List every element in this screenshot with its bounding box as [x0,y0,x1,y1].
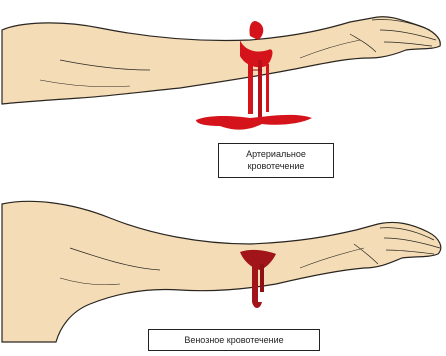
arm-shape [2,17,440,104]
arterial-bleeding-figure: Артериальное кровотечение [0,0,446,178]
caption-arterial-bleeding: Артериальное кровотечение [218,143,334,178]
venous-bleeding-figure: Венозное кровотечение [0,178,446,356]
arm-shape [2,201,441,342]
caption-venous-bleeding: Венозное кровотечение [148,329,320,351]
